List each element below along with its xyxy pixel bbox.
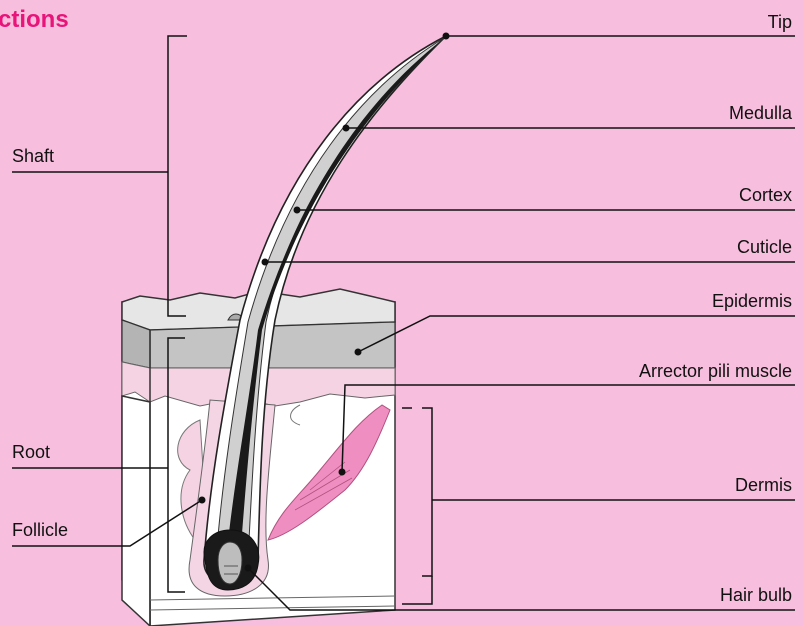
label-cuticle: Cuticle [737,237,792,257]
label-cortex: Cortex [739,185,792,205]
label-arrector-pili-muscle: Arrector pili muscle [639,361,792,381]
label-dermis: Dermis [735,475,792,495]
label-epidermis: Epidermis [712,291,792,311]
dermal-papilla [218,542,242,584]
label-follicle: Follicle [12,520,68,540]
label-hair-bulb: Hair bulb [720,585,792,605]
label-shaft: Shaft [12,146,54,166]
label-tip: Tip [768,12,792,32]
label-root: Root [12,442,50,462]
label-medulla: Medulla [729,103,793,123]
